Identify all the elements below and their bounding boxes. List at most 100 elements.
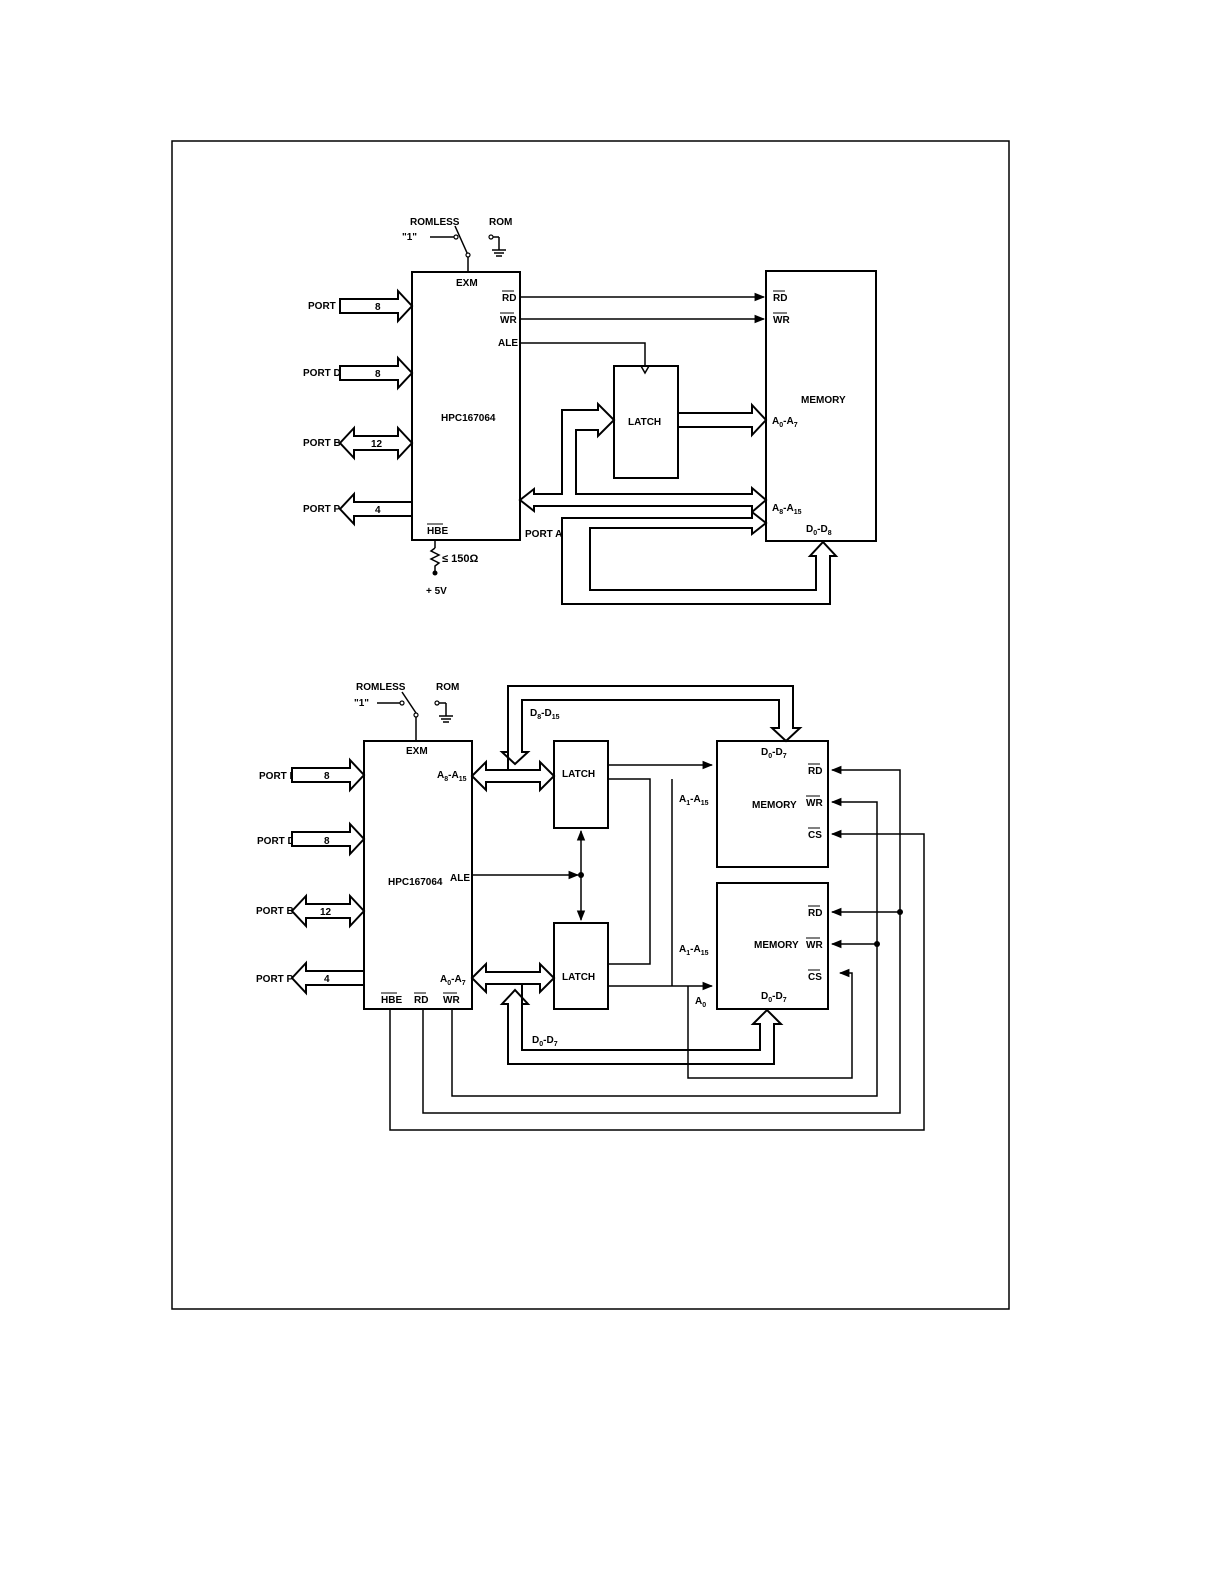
- mem-d-label: D0-D8: [806, 524, 832, 537]
- mcu-ale-label: ALE: [450, 873, 470, 884]
- mem-bottom-d-label: D0-D7: [761, 991, 787, 1004]
- port-d-bus-1: PORT D 8: [303, 355, 414, 391]
- control-wires: [389, 765, 925, 1131]
- mcu-port-a-label: PORT A: [525, 529, 562, 540]
- switch-blade: [401, 691, 417, 714]
- port-p-bus-1: PORT P 4: [303, 491, 413, 527]
- port-b-bus-2: PORT B 12: [256, 893, 366, 929]
- figure-border: [171, 140, 1010, 1310]
- latch-label: LATCH: [628, 417, 661, 428]
- mcu-wr-label: WR: [500, 315, 517, 326]
- mcu-rd-label: RD: [502, 293, 516, 304]
- port-d-bus-2: PORT D 8: [257, 821, 366, 857]
- mem-top-cs-label: CS: [808, 830, 822, 841]
- port-p-label: PORT P: [303, 504, 341, 515]
- mem-bottom-wr-label: WR: [806, 940, 823, 951]
- port-i-width: 8: [324, 771, 330, 782]
- latch-bottom-block: [553, 922, 609, 1010]
- mcu-hbe-label: HBE: [381, 995, 402, 1006]
- mcu-block-1: [411, 271, 521, 541]
- port-i-bus-2: PORT I 8: [259, 757, 366, 793]
- mcu-name-label: HPC167064: [388, 877, 443, 888]
- switch-rom-label: ROM: [436, 682, 459, 693]
- switch-blade: [454, 225, 469, 256]
- port-d-width: 8: [324, 836, 330, 847]
- latch-bottom-label: LATCH: [562, 972, 595, 983]
- memory-label: MEMORY: [801, 395, 846, 406]
- memory-bottom-block: [716, 882, 829, 1010]
- port-d-label: PORT D: [303, 368, 341, 379]
- diagram-2-romless-16bit: ROMLESS ROM "1" EXM HPC167064 ALE A8-A15…: [256, 682, 925, 1131]
- port-b-width: 12: [371, 439, 383, 450]
- mcu-exm-label: EXM: [406, 746, 428, 757]
- mem-top-rd-label: RD: [808, 766, 822, 777]
- mem-a-high-label: A8-A15: [772, 503, 802, 516]
- port-b-width: 12: [320, 907, 332, 918]
- switch-romless-label: ROMLESS: [410, 217, 460, 228]
- mcu-a-low-label: A0-A7: [440, 974, 466, 987]
- memory-top-block: [716, 740, 829, 868]
- mem-bottom-rd-label: RD: [808, 908, 822, 919]
- port-p-label: PORT P: [256, 974, 294, 985]
- port-d-width: 8: [375, 369, 381, 380]
- data-low-bus: D0-D7: [470, 961, 784, 1065]
- data-low-label: D0-D7: [532, 1035, 558, 1048]
- mem-rd-label: RD: [773, 293, 787, 304]
- mem-top-wr-label: WR: [806, 798, 823, 809]
- mem-bottom-cs-label: CS: [808, 972, 822, 983]
- latch-top-block: [553, 740, 609, 829]
- addr-bottom-label: A1-A15: [679, 944, 709, 957]
- port-a-bus-1: [518, 401, 839, 605]
- supply-label: + 5V: [426, 586, 447, 597]
- mode-switch-1: ROMLESS ROM "1": [402, 217, 512, 272]
- ale-wire-1: [520, 342, 646, 365]
- switch-romless-label: ROMLESS: [356, 682, 406, 693]
- latch-clock-icon: [640, 365, 650, 375]
- resistor-value-label: ≤ 150Ω: [442, 553, 478, 565]
- port-d-label: PORT D: [257, 836, 295, 847]
- mcu-hbe-label: HBE: [427, 526, 448, 537]
- addr-zero-label: A0: [695, 996, 706, 1009]
- port-i-label: PORT I: [259, 771, 293, 782]
- port-i-bus-1: PORT I 8: [308, 288, 414, 324]
- addr-top-label: A1-A15: [679, 794, 709, 807]
- mcu-a-high-label: A8-A15: [437, 770, 467, 783]
- mcu-block-2: [363, 740, 473, 1010]
- switch-contact-left: [453, 234, 459, 240]
- port-i-width: 8: [375, 302, 381, 313]
- port-p-width: 4: [324, 974, 330, 985]
- latch-top-label: LATCH: [562, 769, 595, 780]
- switch-one-label: "1": [402, 232, 417, 243]
- mem-top-d-label: D0-D7: [761, 747, 787, 760]
- mcu-ale-label: ALE: [498, 338, 518, 349]
- ground-icon: [492, 249, 506, 257]
- port-b-label: PORT B: [256, 906, 294, 917]
- memory-top-label: MEMORY: [752, 800, 797, 811]
- ground-icon: [439, 715, 453, 723]
- mode-switch-2: ROMLESS ROM "1": [354, 682, 459, 741]
- hbe-pullup-resistor: ≤ 150Ω + 5V: [426, 540, 478, 597]
- mcu-exm-label: EXM: [456, 278, 478, 289]
- port-b-bus-1: PORT B 12: [303, 425, 414, 461]
- address-wires: A1-A15 A1-A15 A0: [608, 760, 853, 1079]
- mcu-rd-label: RD: [414, 995, 428, 1006]
- switch-contact-right: [488, 234, 494, 240]
- latch-block-1: [613, 365, 679, 479]
- mem-a-low-label: A0-A7: [772, 416, 798, 429]
- port-b-label: PORT B: [303, 438, 341, 449]
- port-p-width: 4: [375, 505, 381, 516]
- memory-block-1: [765, 270, 877, 542]
- ale-wires: [472, 829, 586, 922]
- data-high-bus: D8-D15: [470, 685, 803, 793]
- mcu-wr-label: WR: [443, 995, 460, 1006]
- switch-one-label: "1": [354, 698, 369, 709]
- mcu-name-label: HPC167064: [441, 413, 496, 424]
- diagram-1-romless-8bit: ROMLESS ROM "1" EXM HPC167064 RD WR ALE …: [303, 217, 877, 605]
- port-i-label: PORT I: [308, 301, 342, 312]
- port-p-bus-2: PORT P 4: [256, 960, 365, 996]
- data-high-label: D8-D15: [530, 708, 560, 721]
- mem-wr-label: WR: [773, 315, 790, 326]
- memory-bottom-label: MEMORY: [754, 940, 799, 951]
